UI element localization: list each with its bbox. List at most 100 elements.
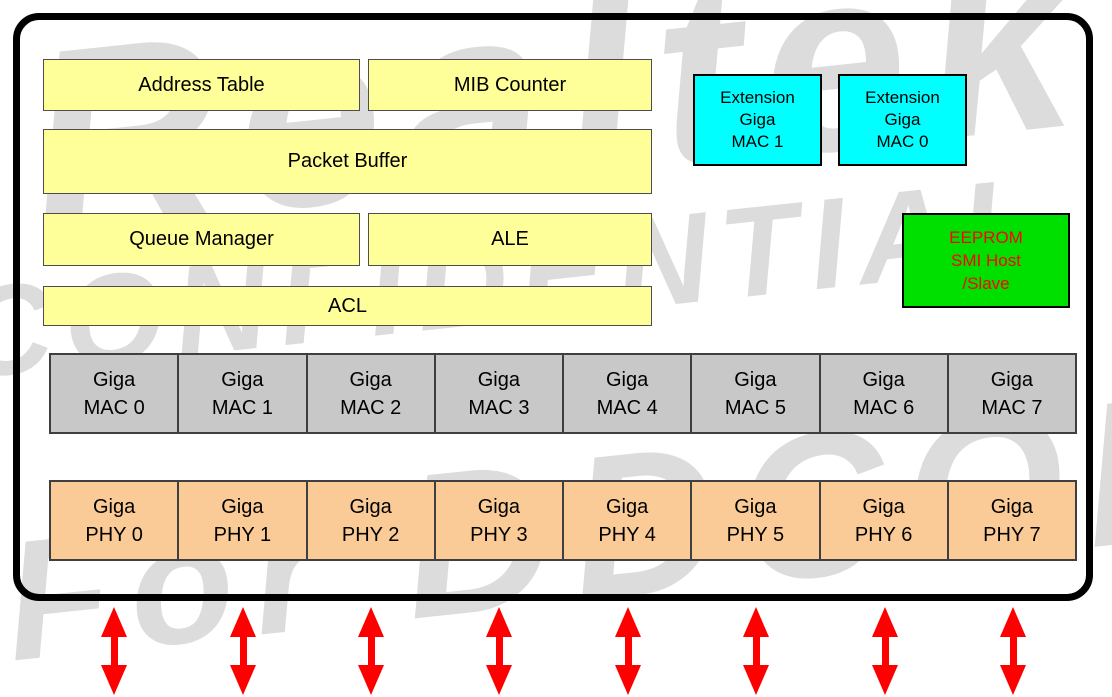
phy7-line1: Giga [990, 495, 1033, 518]
phy-cell-0: Giga PHY 0 [51, 482, 180, 559]
arrow-up-icon [1000, 607, 1026, 637]
block-extension-giga-mac-1: Extension Giga MAC 1 [693, 74, 822, 166]
block-address-table: Address Table [43, 59, 360, 111]
eeprom-line2: SMI Host [951, 251, 1021, 270]
block-ale: ALE [368, 213, 652, 266]
phy4-line2: PHY 4 [598, 523, 656, 546]
arrow-shaft [495, 637, 503, 665]
phy0-line2: PHY 0 [85, 523, 143, 546]
port-arrow-6 [872, 607, 898, 695]
mac3-line2: MAC 3 [468, 396, 530, 419]
block-extension-giga-mac-0: Extension Giga MAC 0 [838, 74, 967, 166]
block-acl: ACL [43, 286, 652, 326]
mac0-line2: MAC 0 [83, 396, 145, 419]
mac-cell-4: Giga MAC 4 [564, 355, 693, 432]
port-arrow-1 [230, 607, 256, 695]
arrow-down-icon [486, 665, 512, 695]
mac7-line1: Giga [990, 368, 1033, 391]
mac1-line1: Giga [221, 368, 264, 391]
arrow-down-icon [1000, 665, 1026, 695]
port-arrow-0 [101, 607, 127, 695]
arrow-down-icon [358, 665, 384, 695]
mac6-line1: Giga [862, 368, 905, 391]
phy-cell-6: Giga PHY 6 [821, 482, 949, 559]
eeprom-line1: EEPROM [949, 228, 1023, 247]
arrow-shaft [752, 637, 760, 665]
phy2-line1: Giga [349, 495, 392, 518]
arrow-down-icon [101, 665, 127, 695]
mac0-line1: Giga [93, 368, 136, 391]
phy6-line1: Giga [862, 495, 905, 518]
arrow-shaft [1009, 637, 1017, 665]
arrow-up-icon [615, 607, 641, 637]
phy-cell-2: Giga PHY 2 [308, 482, 436, 559]
mac3-line1: Giga [477, 368, 520, 391]
extension-mac0-line1: Extension [865, 88, 940, 107]
phy-cell-4: Giga PHY 4 [564, 482, 693, 559]
mac4-line1: Giga [606, 368, 649, 391]
phy1-line2: PHY 1 [213, 523, 272, 546]
mac5-line1: Giga [734, 368, 777, 391]
extension-mac1-line2: Giga [739, 110, 776, 129]
mac4-line2: MAC 4 [596, 396, 658, 419]
arrow-down-icon [615, 665, 641, 695]
block-packet-buffer: Packet Buffer [43, 129, 652, 194]
arrow-up-icon [486, 607, 512, 637]
arrow-down-icon [230, 665, 256, 695]
arrow-shaft [881, 637, 889, 665]
mac5-line2: MAC 5 [724, 396, 786, 419]
port-arrow-4 [615, 607, 641, 695]
arrow-up-icon [230, 607, 256, 637]
arrow-up-icon [101, 607, 127, 637]
mac-cell-7: Giga MAC 7 [949, 355, 1075, 432]
mac-cell-0: Giga MAC 0 [51, 355, 180, 432]
block-mib-counter: MIB Counter [368, 59, 652, 111]
phy5-line2: PHY 5 [726, 523, 785, 546]
mac1-line2: MAC 1 [211, 396, 273, 419]
extension-mac0-line2: Giga [884, 110, 921, 129]
phy-cell-3: Giga PHY 3 [436, 482, 564, 559]
phy3-line1: Giga [477, 495, 520, 518]
phy3-line2: PHY 3 [470, 523, 528, 546]
extension-mac1-line3: MAC 1 [731, 132, 784, 151]
mac-cell-5: Giga MAC 5 [692, 355, 821, 432]
phy0-line1: Giga [93, 495, 136, 518]
phy7-line2: PHY 7 [983, 523, 1041, 546]
phy-cell-7: Giga PHY 7 [949, 482, 1075, 559]
giga-mac-row: Giga MAC 0 Giga MAC 1 Giga MAC 2 Giga MA… [49, 353, 1077, 434]
mac-cell-1: Giga MAC 1 [179, 355, 308, 432]
extension-mac0-line3: MAC 0 [876, 132, 929, 151]
phy1-line1: Giga [221, 495, 264, 518]
port-arrow-2 [358, 607, 384, 695]
giga-phy-row: Giga PHY 0 Giga PHY 1 Giga PHY 2 Giga PH… [49, 480, 1077, 561]
extension-mac1-line1: Extension [720, 88, 795, 107]
mac2-line1: Giga [349, 368, 392, 391]
mac7-line2: MAC 7 [981, 396, 1043, 419]
arrow-up-icon [743, 607, 769, 637]
mac-cell-2: Giga MAC 2 [308, 355, 436, 432]
arrow-shaft [239, 637, 247, 665]
phy5-line1: Giga [734, 495, 777, 518]
block-queue-manager: Queue Manager [43, 213, 360, 266]
arrow-shaft [367, 637, 375, 665]
eeprom-line3: /Slave [962, 274, 1010, 293]
mac2-line2: MAC 2 [340, 396, 402, 419]
arrow-down-icon [743, 665, 769, 695]
phy2-line2: PHY 2 [341, 523, 400, 546]
port-arrow-5 [743, 607, 769, 695]
mac-cell-6: Giga MAC 6 [821, 355, 949, 432]
arrow-shaft [110, 637, 118, 665]
phy-cell-1: Giga PHY 1 [179, 482, 308, 559]
arrow-up-icon [872, 607, 898, 637]
arrow-up-icon [358, 607, 384, 637]
port-arrow-7 [1000, 607, 1026, 695]
phy-cell-5: Giga PHY 5 [692, 482, 821, 559]
port-arrow-3 [486, 607, 512, 695]
mac-cell-3: Giga MAC 3 [436, 355, 564, 432]
mac6-line2: MAC 6 [853, 396, 915, 419]
block-eeprom-smi: EEPROM SMI Host /Slave [902, 213, 1070, 308]
arrow-shaft [624, 637, 632, 665]
arrow-down-icon [872, 665, 898, 695]
phy6-line2: PHY 6 [854, 523, 913, 546]
